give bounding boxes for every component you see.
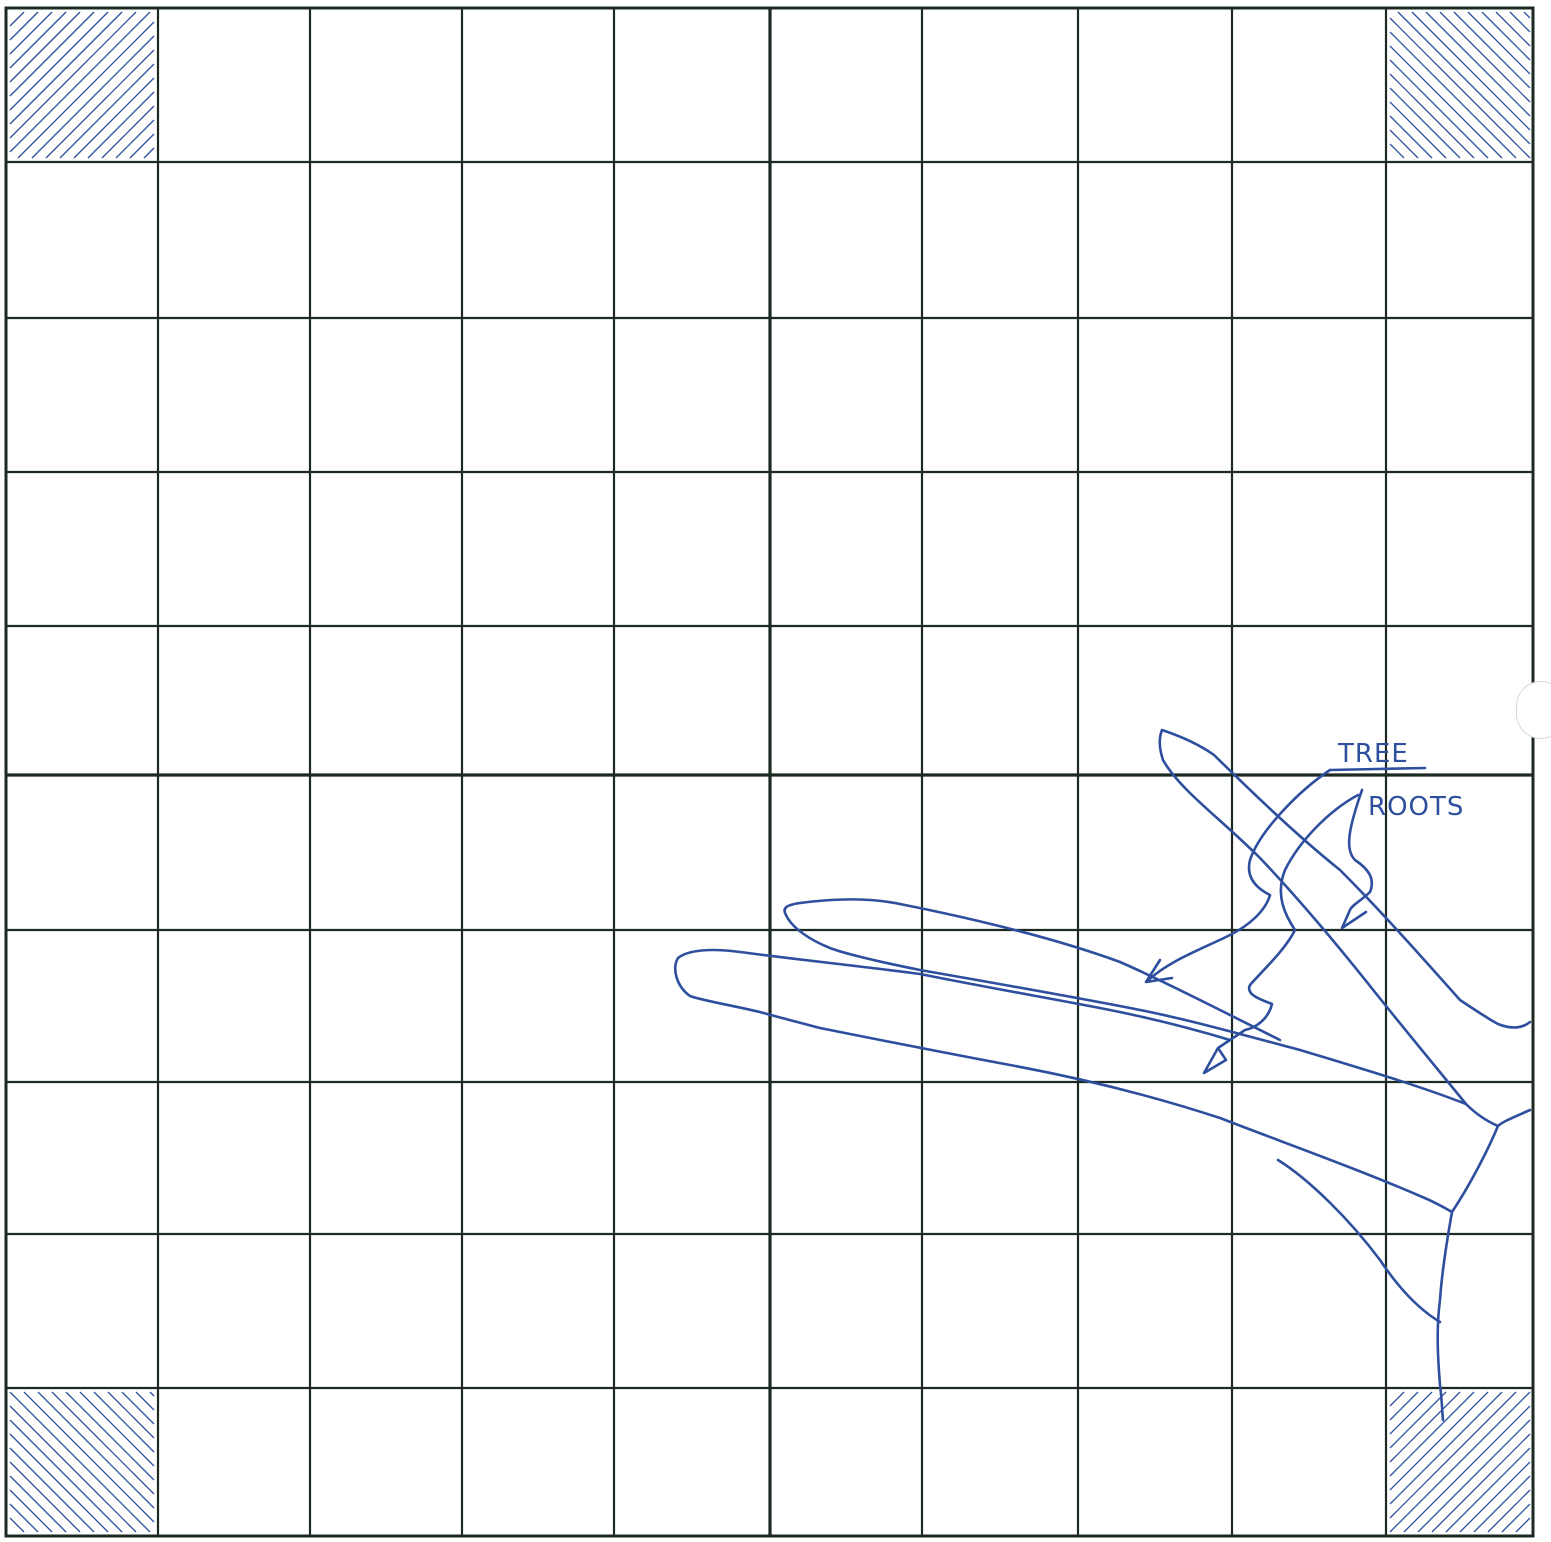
- roots-label: ROOTS: [1368, 792, 1464, 822]
- tree-label: TREE: [1337, 739, 1409, 769]
- binder-clip-tab: [1517, 682, 1551, 738]
